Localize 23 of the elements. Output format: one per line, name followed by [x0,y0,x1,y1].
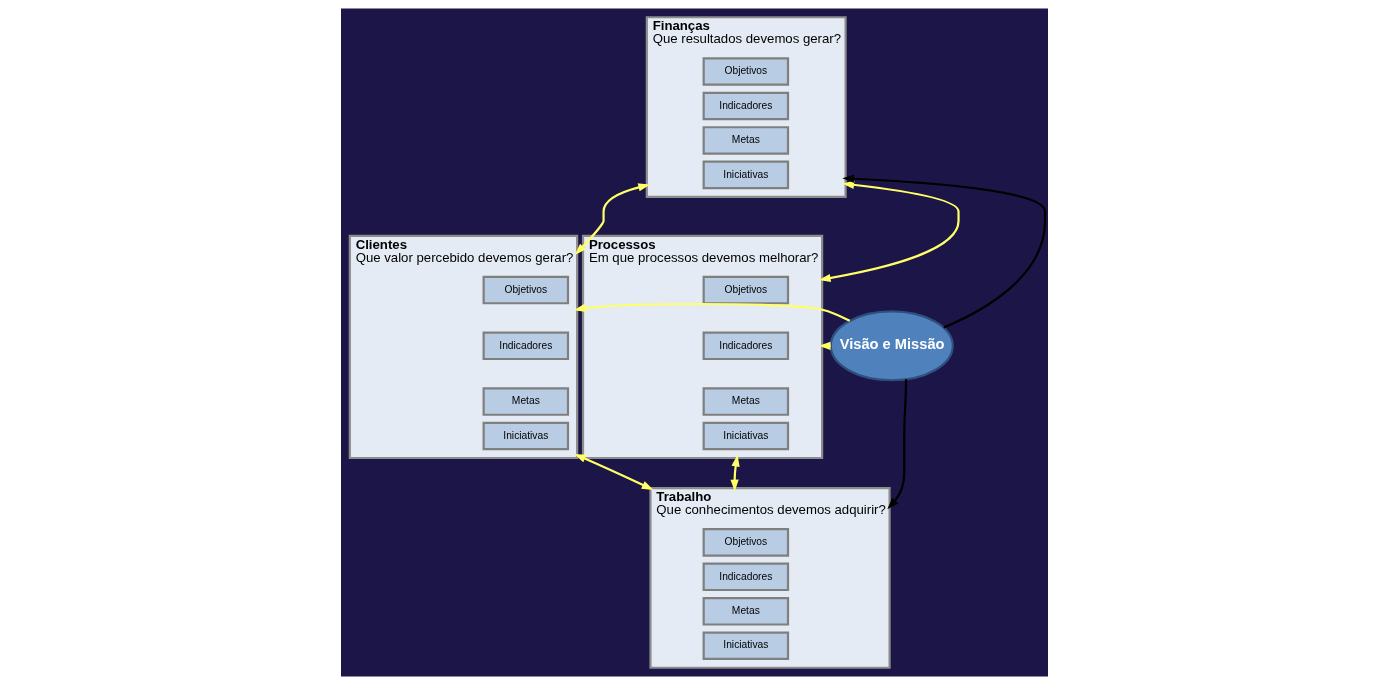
node-box: Indicadores [702,91,790,121]
node-box: Objetivos [482,275,570,305]
arrow [842,174,1047,329]
node-box: Iniciativas [702,421,790,451]
node-box: Metas [702,597,790,626]
arrow [887,379,908,510]
node-box: Objetivos [702,57,790,86]
node-box: Indicadores [482,331,570,361]
arrow [574,183,651,255]
arrow [730,454,740,492]
arrow [818,180,960,282]
node-box: Iniciativas [482,421,570,451]
node-box: Metas [702,126,790,155]
node-box: Iniciativas [702,631,790,661]
arrow [574,453,654,490]
node-box: Metas [482,387,570,416]
node-box: Objetivos [702,275,790,305]
node-box: Indicadores [702,331,790,361]
node-box: Objetivos [702,528,790,557]
node-box: Iniciativas [702,160,790,190]
arrow [573,302,851,322]
node-box: Metas [702,387,790,416]
node-box: Indicadores [702,562,790,592]
